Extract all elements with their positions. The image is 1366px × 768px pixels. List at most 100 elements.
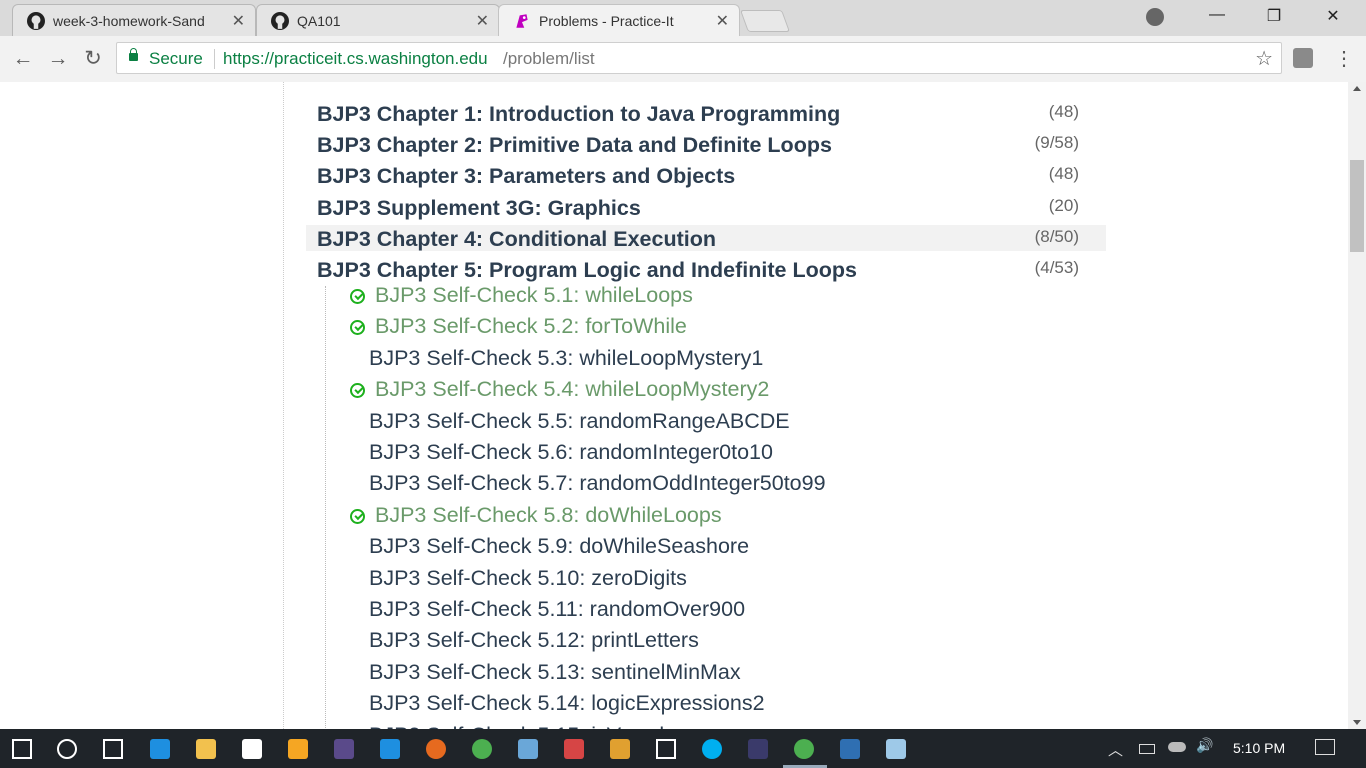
sublime-icon[interactable] [610,739,630,759]
problem-link[interactable]: BJP3 Self-Check 5.10: zeroDigits [369,566,687,590]
extension-icon[interactable] [1293,48,1313,68]
problem-link[interactable]: BJP3 Self-Check 5.4: whileLoopMystery2 [375,377,770,401]
problem-link[interactable]: BJP3 Self-Check 5.14: logicExpressions2 [369,691,765,715]
close-window-button[interactable]: ✕ [1326,8,1340,25]
url-host: https://practiceit.cs.washington.edu [223,49,488,68]
chapter-row[interactable]: BJP3 Chapter 4: Conditional Execution (8/… [306,225,1106,251]
profile-icon[interactable] [1146,8,1164,26]
cortana-icon[interactable] [57,739,77,759]
chapter-count: (8/50) [1034,227,1079,246]
problem-link[interactable]: BJP3 Self-Check 5.5: randomRangeABCDE [369,409,790,433]
chapter-title[interactable]: BJP3 Chapter 2: Primitive Data and Defin… [317,133,832,157]
tab-title: week-3-homework-Sand [53,13,205,29]
chapter-title[interactable]: BJP3 Chapter 1: Introduction to Java Pro… [317,102,841,126]
notifications-icon[interactable] [1315,739,1335,755]
chapter-row[interactable]: BJP3 Chapter 5: Program Logic and Indefi… [306,256,1106,282]
problem-link[interactable]: BJP3 Self-Check 5.12: printLetters [369,628,699,652]
store-icon[interactable] [242,739,262,759]
check-circle-icon [350,320,365,335]
problem-list-border [325,286,326,729]
eclipse-icon[interactable] [334,739,354,759]
github-icon [27,12,45,30]
check-circle-icon [350,509,365,524]
url-path: /problem/list [503,49,595,68]
chapter-row[interactable]: BJP3 Chapter 1: Introduction to Java Pro… [306,100,1106,126]
tab-strip: week-3-homework-Sand ✕ QA101 ✕ Problems … [0,0,1366,37]
paint-icon[interactable] [564,739,584,759]
windows-start-icon[interactable] [12,739,32,759]
tab-title: Problems - Practice-It [539,13,674,29]
scrollbar[interactable] [1348,82,1366,729]
chapter-count: (9/58) [1034,133,1079,152]
scroll-down-arrow[interactable] [1353,720,1361,725]
problem-link[interactable]: BJP3 Self-Check 5.8: doWhileLoops [375,503,722,527]
browser-toolbar: ← → ↻ Secure https://practiceit.cs.washi… [0,36,1366,83]
problem-link[interactable]: BJP3 Self-Check 5.7: randomOddInteger50t… [369,471,826,495]
bookmark-star-icon[interactable]: ☆ [1255,48,1273,70]
menu-icon[interactable]: ⋮ [1334,48,1354,70]
chapter-row[interactable]: BJP3 Chapter 2: Primitive Data and Defin… [306,131,1106,157]
problem-link[interactable]: BJP3 Self-Check 5.2: forToWhile [375,314,687,338]
edge-icon[interactable] [150,739,170,759]
notepad-icon[interactable] [886,739,906,759]
check-circle-icon [350,383,365,398]
tab-week-3-homework[interactable]: week-3-homework-Sand ✕ [12,4,256,36]
scroll-up-arrow[interactable] [1353,86,1361,91]
problem-link[interactable]: BJP3 Self-Check 5.11: randomOver900 [369,597,746,621]
close-icon[interactable]: ✕ [231,13,245,30]
problem-link[interactable]: BJP3 Self-Check 5.1: whileLoops [375,283,693,307]
minimize-button[interactable]: — [1209,6,1225,23]
scroll-thumb[interactable] [1350,160,1364,252]
page-content: BJP3 Chapter 1: Introduction to Java Pro… [0,82,1348,729]
volume-icon[interactable]: 🔊 [1196,737,1214,753]
tab-title: QA101 [297,13,341,29]
firefox-icon[interactable] [426,739,446,759]
tab-problems-practice-it[interactable]: Problems - Practice-It ✕ [498,4,740,37]
secure-label: Secure [149,49,203,68]
battery-icon[interactable] [1139,744,1155,754]
check-circle-icon [350,289,365,304]
problem-link[interactable]: BJP3 Self-Check 5.15: isVowel [369,723,664,729]
problem-link[interactable]: BJP3 Self-Check 5.13: sentinelMinMax [369,660,741,684]
task-view-icon[interactable] [103,739,123,759]
chapter-count: (48) [1048,102,1079,121]
close-icon[interactable]: ✕ [715,13,729,30]
chapter-count: (20) [1048,196,1079,215]
maximize-button[interactable]: ❐ [1266,8,1282,25]
problem-link[interactable]: BJP3 Self-Check 5.3: whileLoopMystery1 [369,346,764,370]
forward-button[interactable]: → [47,47,69,70]
back-button[interactable]: ← [12,47,34,70]
chapter-row[interactable]: BJP3 Supplement 3G: Graphics (20) [306,194,1106,220]
reload-button[interactable]: ↻ [84,47,102,70]
skype-icon[interactable] [702,739,722,759]
chapter-title[interactable]: BJP3 Supplement 3G: Graphics [317,196,641,220]
chrome-icon-2[interactable] [794,739,814,759]
address-bar[interactable]: Secure https://practiceit.cs.washington.… [116,42,1282,74]
tab-qa101[interactable]: QA101 ✕ [256,4,500,36]
chrome-icon[interactable] [472,739,492,759]
sourcetree-icon[interactable] [840,739,860,759]
chapter-title[interactable]: BJP3 Chapter 5: Program Logic and Indefi… [317,258,857,282]
content-border [283,82,284,729]
active-app-indicator [783,765,827,768]
chapter-row[interactable]: BJP3 Chapter 3: Parameters and Objects (4… [306,162,1106,188]
close-icon[interactable]: ✕ [475,13,489,30]
file-explorer-icon[interactable] [196,739,216,759]
chapter-title[interactable]: BJP3 Chapter 4: Conditional Execution [317,227,716,251]
mail-icon[interactable] [656,739,676,759]
github-icon [271,12,289,30]
chapter-count: (48) [1048,164,1079,183]
new-tab-button[interactable] [739,10,791,32]
problem-link[interactable]: BJP3 Self-Check 5.9: doWhileSeashore [369,534,750,558]
problem-link[interactable]: BJP3 Self-Check 5.6: randomInteger0to10 [369,440,773,464]
ie-icon[interactable] [380,739,400,759]
cloud-icon[interactable] [1168,742,1186,752]
chapter-title[interactable]: BJP3 Chapter 3: Parameters and Objects [317,164,736,188]
clock[interactable]: 5:10 PM [1233,740,1286,756]
eclipse-icon-2[interactable] [748,739,768,759]
taskbar: ︿ 🔊 5:10 PM [0,729,1366,768]
practiceit-icon [516,14,528,28]
photos-icon[interactable] [518,739,538,759]
apps-icon[interactable] [288,739,308,759]
tray-chevron-icon[interactable]: ︿ [1108,742,1124,759]
